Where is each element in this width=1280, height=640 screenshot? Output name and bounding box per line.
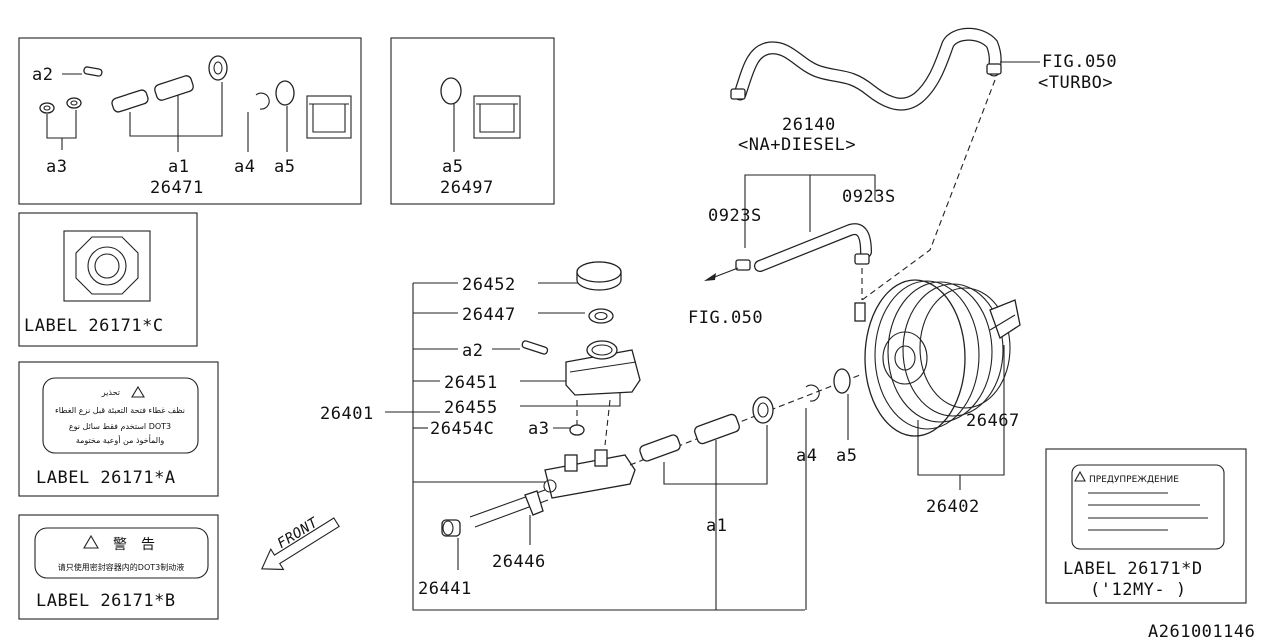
fig-050-ref: FIG.050 [688,308,763,328]
bracket-26446-part-number: 26446 [492,552,546,572]
turbo-vacuum-hose [730,27,1002,111]
hose-clamp-icon [986,63,1002,75]
kit-26497-part-number: 26497 [440,178,494,198]
kit-26471-a3-label: a3 [46,157,67,177]
label-26171-d: ПРЕДУПРЕЖДЕНИЕ LABEL 26171*D ('12MY- ) [1045,448,1247,604]
main-a1-label: a1 [706,516,727,536]
label-a-warning-title: تحذير [101,388,120,397]
grease-container-icon [473,95,521,139]
diaphragm [833,368,851,394]
label-a-line-1: نظف غطاء فتحة التعبئة قبل نزع الغطاء [55,406,185,415]
grease-container-icon [306,95,352,139]
snap-ring-icon [255,92,270,110]
fluid-reservoir [565,340,641,396]
kit-26471-a1-label: a1 [168,157,189,177]
diagram-id: A261001146 [1148,622,1255,640]
label-b-caption: LABEL 26171*B [36,591,176,611]
label-26171-b: 警 告 请只使用密封容器内的DOT3制动液 LABEL 26171*B [18,514,219,620]
arrow-icon [704,273,716,281]
main-a2-label: a2 [462,341,483,361]
gasket-26467-part-number: 26467 [966,411,1020,431]
clip-0923s-left: 0923S [708,206,762,226]
label-d-warning-title: ПРЕДУПРЕЖДЕНИЕ [1089,475,1179,485]
reservoir-seal [588,308,614,324]
label-b-warning-title: 警 告 [113,537,155,553]
diaphragm-icon [275,80,295,106]
hose-clamp-icon [854,253,870,265]
hose-26140-part-number: 26140 [782,115,836,135]
label-d-model-year: ('12MY- ) [1090,580,1187,600]
label-a-line-2: استخدم فقط سائل نوع DOT3 [69,422,171,431]
brake-booster [854,279,1021,437]
fig-050-turbo-ref: FIG.050 [1042,52,1117,72]
reservoir-cap [576,261,622,291]
kit-26497-a5-label: a5 [442,157,463,177]
bracket-26446 [524,490,544,516]
master-cylinder-body [469,449,636,528]
booster-26402-part-number: 26402 [926,497,980,517]
kit-26471-box: a2 a3 a1 a4 a5 26471 [18,37,362,205]
warning-icon [131,385,145,398]
warning-icon [83,534,99,549]
hose-26454c-part-number: 26454C [430,419,494,439]
fitting-26441-part-number: 26441 [418,579,472,599]
snap-ring [805,384,820,402]
kit-26471-a4-label: a4 [234,157,255,177]
kit-26471-a2-label: a2 [32,65,53,85]
label-c-caption: LABEL 26171*C [24,316,164,336]
seal-26447-part-number: 26447 [462,305,516,325]
label-26171-c: LABEL 26171*C [18,212,198,347]
hose-clamp-icon [735,259,751,271]
master-cylinder-26401-part-number: 26401 [320,404,374,424]
reservoir-cap-icon [75,236,139,295]
seal-icon [39,102,55,114]
warning-icon [1074,470,1086,482]
turbo-note: <TURBO> [1038,73,1113,93]
label-b-line: 请只使用密封容器内的DOT3制动液 [58,562,184,572]
piston-assembly [639,396,774,462]
kit-26497-box: a5 26497 [390,37,555,205]
label-a-line-3: والمأخوذ من أوعية مختومة [76,434,165,445]
front-label: FRONT [275,514,322,552]
hose-clamp-icon [730,88,746,100]
front-direction-arrow: FRONT [260,514,340,571]
reservoir-26451-part-number: 26451 [444,373,498,393]
seal-a3 [569,424,585,436]
kit-26471-part-number: 26471 [150,178,204,198]
na-vacuum-hose [735,223,872,272]
piston-set-icon [111,55,228,113]
label-26171-a: تحذير نظف غطاء فتحة التعبئة قبل نزع الغط… [18,361,219,497]
grommet-26455-part-number: 26455 [444,398,498,418]
label-a-caption: LABEL 26171*A [36,468,176,488]
main-a3-label: a3 [528,419,549,439]
main-a5-label: a5 [836,446,857,466]
fitting-26441 [441,519,461,537]
hose-26140-note: <NA+DIESEL> [738,135,856,155]
cap-26452-part-number: 26452 [462,275,516,295]
pin-icon [83,66,103,77]
main-a4-label: a4 [796,446,817,466]
clip-0923s-right: 0923S [842,187,896,207]
kit-26471-a5-label: a5 [274,157,295,177]
pin [521,340,549,355]
seal-icon [66,97,82,109]
diaphragm-icon [440,77,462,105]
label-d-caption: LABEL 26171*D [1063,559,1203,579]
